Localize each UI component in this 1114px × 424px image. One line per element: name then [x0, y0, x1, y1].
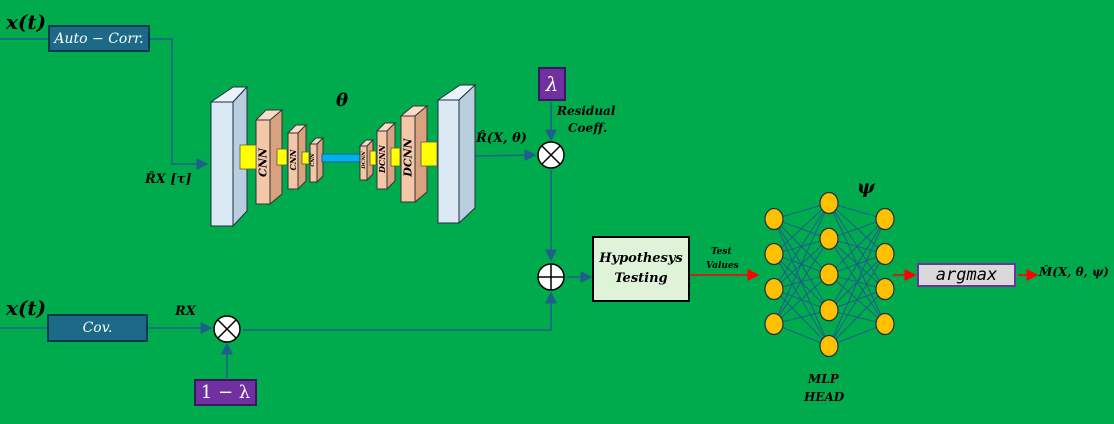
dcnn-label-1: DCNN — [361, 151, 367, 169]
dcnn-layer-3 — [399, 104, 429, 204]
bottleneck-bar — [321, 153, 363, 163]
mlp-edge — [828, 288, 886, 347]
mlp-edge — [828, 218, 886, 311]
mlp-node-layer-1 — [764, 312, 784, 336]
mlp-node-layer-3 — [875, 242, 895, 266]
dcnn-label-2: DCNN — [377, 145, 387, 173]
lambda-block: λ — [538, 67, 566, 101]
autocorr-to-encoder-line — [150, 38, 209, 170]
lambda-label: λ — [545, 72, 559, 96]
rx-label: RX — [175, 304, 196, 319]
mlp-edge — [773, 202, 830, 255]
sum-operator — [537, 263, 565, 291]
decoder-output-block — [436, 83, 477, 225]
autocorr-block: Auto − Corr. — [48, 25, 150, 52]
mlp-edge — [828, 218, 886, 347]
input-x-bottom: x(t) — [6, 296, 47, 320]
one-minus-lambda-block: 1 − λ — [194, 379, 257, 406]
cnn-layer-1 — [254, 108, 284, 206]
values-label: Values — [706, 261, 739, 271]
cov-block: Cov. — [47, 314, 148, 342]
r-hat-label: R̂(X, θ) — [476, 131, 527, 146]
argmax-label: argmax — [935, 265, 998, 285]
mlp-node-layer-3 — [875, 207, 895, 231]
mlp-edge — [773, 238, 830, 325]
residual-label: Residual — [557, 104, 616, 118]
one-minus-lambda-label: 1 − λ — [200, 382, 251, 403]
mlp-node-layer-2 — [819, 191, 839, 215]
mlp-node-layer-1 — [764, 207, 784, 231]
cnn-layer-3 — [308, 136, 325, 184]
output-label: M̂(X, θ, ψ) — [1039, 265, 1109, 279]
mlp-node-layer-3 — [875, 277, 895, 301]
input-x-top: x(t) — [6, 10, 47, 34]
mlp-edge — [828, 323, 886, 347]
decoder-to-mult-line — [474, 149, 537, 162]
mlp-edge — [828, 253, 886, 347]
mlp-node-layer-2 — [819, 227, 839, 250]
cnn-label-1: CNN — [256, 148, 270, 177]
dcnn-label-3: DCNN — [401, 138, 415, 177]
mlp-label: MLP — [808, 372, 839, 386]
mlp-node-layer-2 — [819, 299, 839, 322]
hypothesis-line1: Hypothesys — [599, 251, 683, 266]
multiply-operator-top — [537, 141, 565, 169]
multiply-operator-bottom — [213, 315, 241, 343]
mlp-edge — [828, 218, 886, 275]
mlp-node-layer-3 — [875, 312, 895, 336]
argmax-block: argmax — [917, 263, 1016, 287]
mlp-edge — [773, 202, 830, 290]
cnn-label-2: CNN — [288, 149, 298, 171]
theta-label: θ — [336, 90, 349, 111]
hypothesis-line2: Testing — [614, 271, 668, 286]
yellow-connectors — [239, 141, 438, 170]
cov-label: Cov. — [82, 320, 113, 336]
mlp-edge — [773, 274, 830, 325]
mlp-edge — [773, 202, 830, 325]
mlp-node-layer-1 — [764, 277, 784, 301]
mlp-nodes — [764, 191, 895, 358]
autocorr-label: Auto − Corr. — [54, 30, 144, 47]
hypothesis-testing-block: Hypothesys Testing — [592, 236, 690, 302]
mlp-edge — [773, 323, 830, 347]
connections — [0, 38, 593, 378]
mlp-node-layer-1 — [764, 242, 784, 266]
psi-label: ψ — [857, 176, 875, 198]
rx-tau-label: R̂X [τ] — [145, 172, 192, 187]
cnn-label-3: CNN — [310, 153, 316, 167]
head-label: HEAD — [804, 390, 845, 404]
mlp-edge — [828, 218, 886, 240]
encoder-input-block — [209, 85, 249, 228]
mult-to-sum-line — [243, 291, 557, 331]
test-label: Test — [711, 247, 732, 257]
mlp-node-layer-2 — [819, 263, 839, 286]
coeff-label: Coeff. — [568, 121, 608, 135]
mlp-node-layer-2 — [819, 334, 839, 358]
